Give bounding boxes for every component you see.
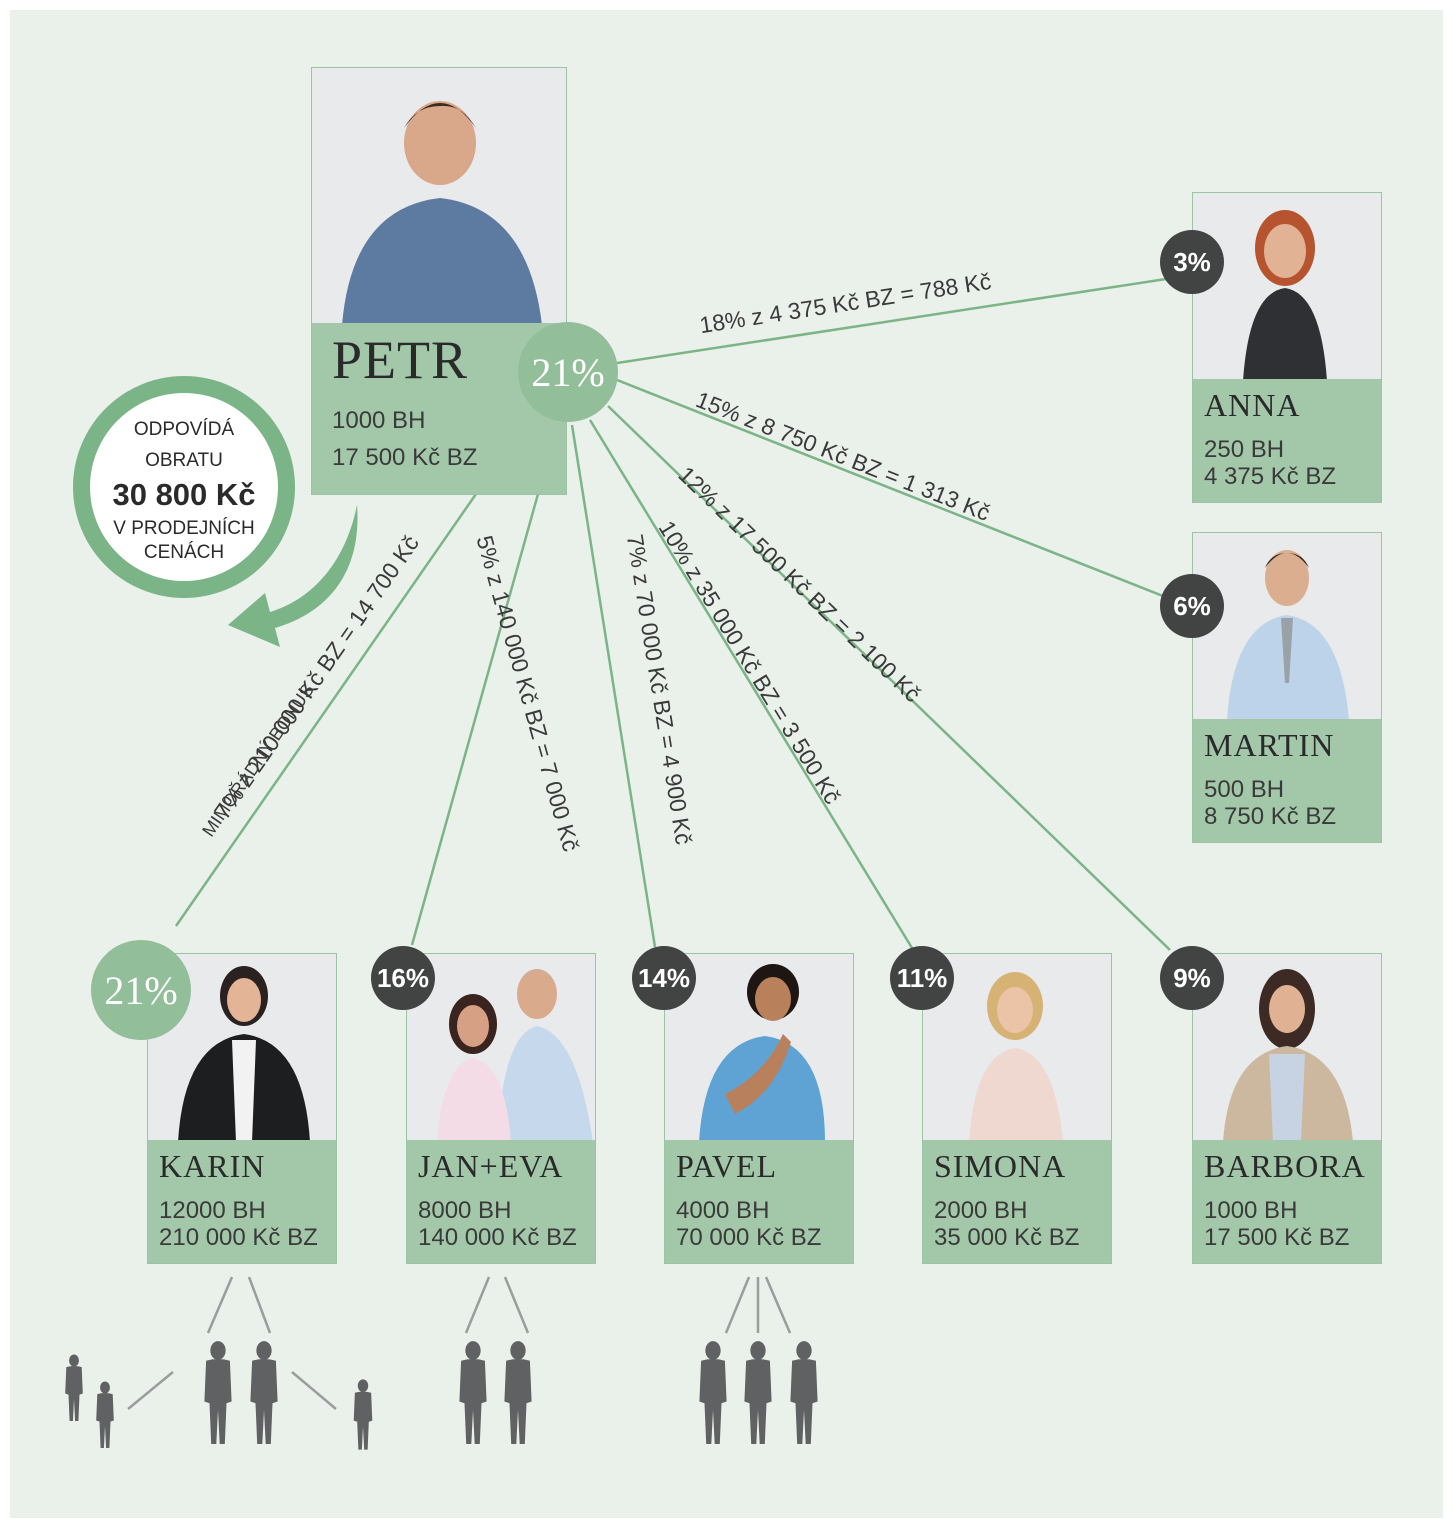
card-simona: SIMONA 2000 BH 35 000 Kč BZ xyxy=(922,953,1112,1264)
person-photo-icon xyxy=(342,101,542,325)
name-janeva: JAN+EVA xyxy=(418,1148,564,1184)
card-barbora: BARBORA 1000 BH 17 500 Kč BZ xyxy=(1192,953,1382,1264)
info-janeva: JAN+EVA 8000 BH 140 000 Kč BZ xyxy=(407,1140,595,1263)
bh-anna: 250 BH xyxy=(1204,436,1285,463)
info-martin: MARTIN 500 BH 8 750 Kč BZ xyxy=(1193,719,1381,842)
card-petr: PETR 1000 BH 17 500 Kč BZ xyxy=(311,67,567,495)
photo-simona xyxy=(923,954,1111,1142)
bh-pavel: 4000 BH xyxy=(676,1197,770,1224)
name-petr: PETR xyxy=(332,330,469,390)
card-anna: ANNA 250 BH 4 375 Kč BZ xyxy=(1192,192,1382,503)
photo-anna xyxy=(1193,193,1381,381)
bz-anna: 4 375 Kč BZ xyxy=(1204,463,1337,490)
name-martin: MARTIN xyxy=(1204,727,1335,763)
bz-barbora: 17 500 Kč BZ xyxy=(1204,1224,1350,1251)
person-photo-icon xyxy=(1227,550,1349,721)
person-photo-icon xyxy=(699,964,825,1142)
bh-janeva: 8000 BH xyxy=(418,1197,512,1224)
bh-martin: 500 BH xyxy=(1204,776,1285,803)
card-pavel: PAVEL 4000 BH 70 000 Kč BZ xyxy=(664,953,854,1264)
name-karin: KARIN xyxy=(159,1148,266,1184)
person-photo-icon xyxy=(178,966,310,1142)
bz-simona: 35 000 Kč BZ xyxy=(934,1224,1080,1251)
callout-line1: ODPOVÍDÁ xyxy=(133,419,235,440)
bz-janeva: 140 000 Kč BZ xyxy=(418,1224,577,1251)
photo-martin xyxy=(1193,533,1381,721)
name-simona: SIMONA xyxy=(934,1148,1067,1184)
photo-janeva xyxy=(407,954,595,1142)
bz-karin: 210 000 Kč BZ xyxy=(159,1224,318,1251)
photo-pavel xyxy=(665,954,853,1142)
person-photo-icon xyxy=(1243,210,1327,381)
bz-martin: 8 750 Kč BZ xyxy=(1204,803,1337,830)
info-anna: ANNA 250 BH 4 375 Kč BZ xyxy=(1193,379,1381,502)
callout-circle: ODPOVÍDÁ OBRATU 30 800 Kč V PRODEJNÍCH C… xyxy=(73,376,295,598)
name-barbora: BARBORA xyxy=(1204,1148,1366,1184)
photo-petr xyxy=(312,68,566,325)
person-photo-icon xyxy=(969,972,1063,1142)
callout-line3: V PRODEJNÍCH xyxy=(113,518,255,539)
percent-badge-pavel: 14% xyxy=(632,946,696,1010)
percent-badge-petr: 21% xyxy=(518,322,618,422)
bh-petr: 1000 BH xyxy=(332,407,426,434)
bh-barbora: 1000 BH xyxy=(1204,1197,1298,1224)
percent-badge-anna: 3% xyxy=(1160,230,1224,294)
card-janeva: JAN+EVA 8000 BH 140 000 Kč BZ xyxy=(406,953,596,1264)
percent-badge-karin: 21% xyxy=(91,940,191,1040)
card-martin: MARTIN 500 BH 8 750 Kč BZ xyxy=(1192,532,1382,843)
bz-pavel: 70 000 Kč BZ xyxy=(676,1224,822,1251)
percent-badge-martin: 6% xyxy=(1160,574,1224,638)
name-anna: ANNA xyxy=(1204,387,1301,423)
person-photo-icon xyxy=(1223,969,1353,1142)
info-simona: SIMONA 2000 BH 35 000 Kč BZ xyxy=(923,1140,1111,1263)
percent-badge-simona: 11% xyxy=(890,946,954,1010)
callout-line2: OBRATU xyxy=(145,450,223,471)
photo-barbora xyxy=(1193,954,1381,1142)
callout-amount: 30 800 Kč xyxy=(112,477,256,512)
bh-simona: 2000 BH xyxy=(934,1197,1028,1224)
callout-line4: CENÁCH xyxy=(143,542,225,563)
percent-badge-janeva: 16% xyxy=(371,946,435,1010)
name-pavel: PAVEL xyxy=(676,1148,778,1184)
bh-karin: 12000 BH xyxy=(159,1197,266,1224)
info-barbora: BARBORA 1000 BH 17 500 Kč BZ xyxy=(1193,1140,1381,1263)
percent-badge-barbora: 9% xyxy=(1160,946,1224,1010)
info-pavel: PAVEL 4000 BH 70 000 Kč BZ xyxy=(665,1140,853,1263)
person-photo-icon xyxy=(437,969,593,1142)
bz-petr: 17 500 Kč BZ xyxy=(332,444,478,471)
info-karin: KARIN 12000 BH 210 000 Kč BZ xyxy=(148,1140,336,1263)
